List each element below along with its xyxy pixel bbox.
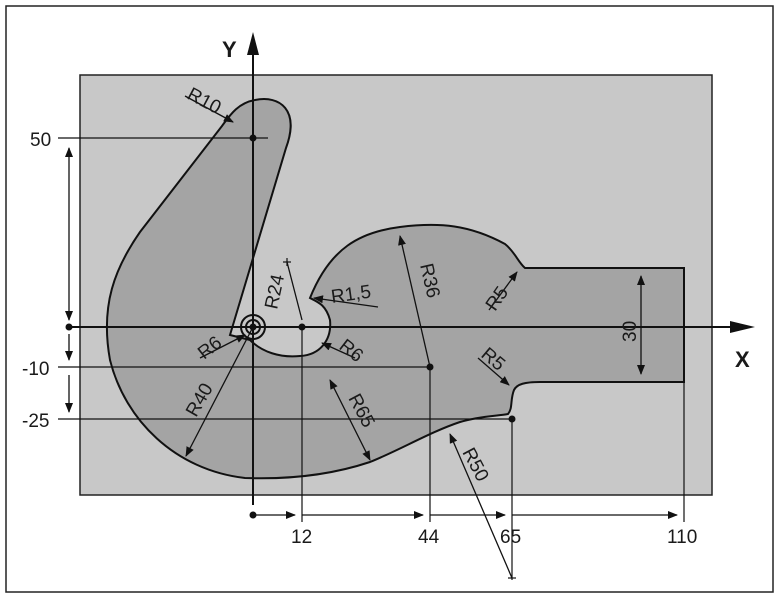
x-axis-arrow [730, 321, 755, 333]
leader-r5-lower [477, 357, 510, 386]
dim-label-x65: 65 [500, 527, 521, 548]
leader-r6-right [321, 342, 356, 359]
dim-label-y50: 50 [30, 130, 51, 151]
origin-ring-inner [245, 319, 261, 335]
x-axis-label: X [735, 347, 750, 372]
origin-ring-outer [240, 314, 266, 340]
y-axis-label: Y [222, 37, 237, 62]
dim-label-y-25: -25 [22, 411, 49, 432]
y-axis-arrow [247, 32, 259, 55]
dim-label-height-30: 30 [620, 321, 641, 342]
part-contour [105, 98, 685, 480]
leader-r10 [184, 95, 234, 123]
dim-label-x44: 44 [418, 527, 440, 548]
dim-label-x110: 110 [667, 527, 697, 548]
leader-r1-5 [313, 295, 379, 308]
leader-r5-upper [488, 271, 518, 311]
dim-label-x12: 12 [291, 527, 312, 548]
leader-r50 [449, 433, 513, 579]
leader-r65 [329, 379, 371, 461]
leader-r40 [185, 326, 254, 457]
leader-r36 [398, 235, 431, 368]
leader-r24 [286, 261, 303, 321]
dim-y-origin [65, 323, 73, 331]
dim-x-origin [249, 511, 257, 519]
dim-label-y-10: -10 [22, 359, 49, 380]
leader-r6-left [199, 334, 246, 359]
